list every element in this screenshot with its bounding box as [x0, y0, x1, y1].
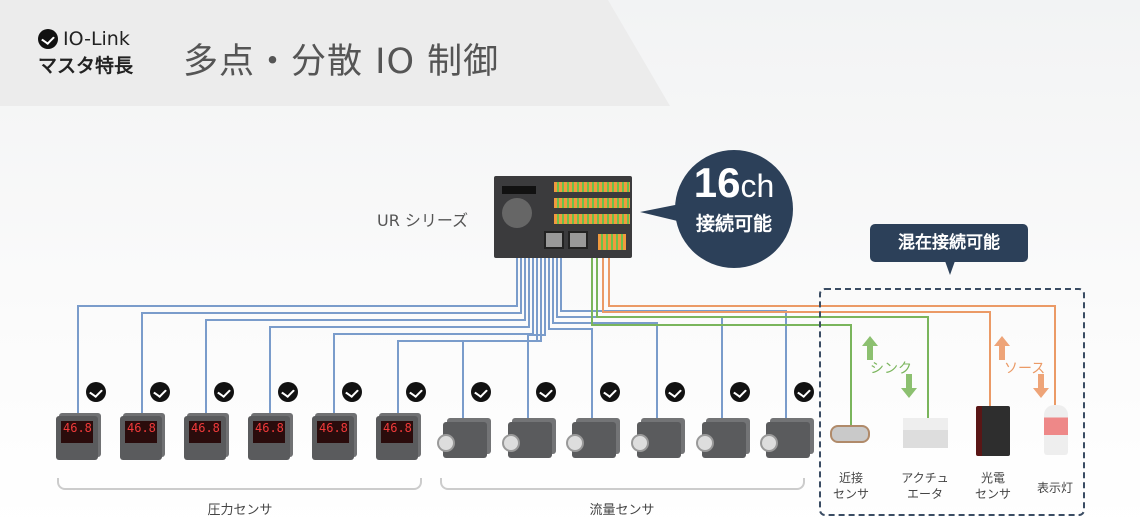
flow-sensor	[566, 422, 616, 458]
mixed-device-label: 光電センサ	[974, 471, 1011, 501]
proximity-sensor-wire	[591, 258, 852, 425]
pressure-display: 46.8	[125, 421, 157, 443]
pressure-display: 46.8	[317, 421, 349, 443]
pressure-sensor-wire	[141, 258, 522, 420]
pressure-sensor-wire	[77, 258, 518, 420]
sink-down-arrow-icon	[901, 374, 917, 398]
flow-sensor	[631, 422, 681, 458]
io-link-icon	[342, 382, 362, 402]
io-link-logo-icon	[38, 29, 58, 49]
sink-up-arrow-icon	[862, 336, 878, 360]
flow-sensor	[760, 422, 810, 458]
actuator	[903, 418, 948, 448]
pressure-sensor: 46.8	[120, 416, 162, 460]
photoelectric-sensor	[976, 406, 1010, 456]
sink-label: シンク	[870, 361, 912, 377]
brand-name: IO-Link	[63, 28, 130, 50]
header: IO-Link マスタ特長 多点・分散 IO 制御	[0, 0, 1140, 106]
pressure-sensor-wire	[205, 258, 526, 420]
page-title: 多点・分散 IO 制御	[183, 42, 500, 82]
device-label: UR シリーズ	[377, 211, 469, 230]
io-link-icon	[536, 382, 556, 402]
pressure-sensor: 46.8	[376, 416, 418, 460]
proximity-sensor	[830, 425, 870, 443]
pressure-group-label: 圧力センサ	[207, 503, 273, 518]
source-down-arrow-icon	[1033, 374, 1049, 398]
pressure-sensor: 46.8	[312, 416, 354, 460]
actuator-wire	[596, 258, 929, 418]
source-up-arrow-icon	[994, 336, 1010, 360]
pressure-display: 46.8	[61, 421, 93, 443]
pressure-display: 46.8	[381, 421, 413, 443]
photoelectric-sensor-wire	[602, 258, 991, 406]
flow-group-label: 流量センサ	[589, 503, 655, 518]
indicator-light-wire	[608, 258, 1056, 405]
channel-count: 16	[693, 159, 741, 206]
io-link-icon	[794, 382, 814, 402]
io-link-icon	[278, 382, 298, 402]
flow-sensor-wire	[527, 258, 546, 420]
indicator-light	[1044, 405, 1068, 455]
source-label: ソース	[1004, 361, 1046, 377]
pressure-sensor-wire	[269, 258, 530, 420]
io-link-icon	[730, 382, 750, 402]
pressure-sensor: 46.8	[248, 416, 290, 460]
flow-sensor-wire	[548, 258, 593, 420]
brand-subtitle: マスタ特長	[38, 55, 134, 77]
flow-sensor-wire	[462, 258, 542, 420]
io-link-icon	[150, 382, 170, 402]
ur-series-master-device	[494, 176, 632, 258]
mixed-device-label: 近接センサ	[832, 471, 869, 501]
channel-unit: ch	[740, 168, 775, 204]
flow-sensor	[437, 422, 487, 458]
header-band	[0, 0, 670, 106]
channel-callout: 16ch 接続可能	[640, 150, 793, 268]
flow-group-brace	[440, 478, 805, 490]
pressure-group-brace	[57, 478, 422, 490]
pressure-display: 46.8	[253, 421, 285, 443]
mixed-device-label: アクチュエータ	[901, 471, 949, 501]
flow-sensor-wire	[552, 258, 658, 420]
pressure-sensor: 46.8	[184, 416, 226, 460]
io-link-icon	[214, 382, 234, 402]
io-link-icon	[406, 382, 426, 402]
pressure-sensor: 46.8	[56, 416, 98, 460]
mixed-connection-label: 混在接続可能	[870, 224, 1028, 275]
mixed-connection-box	[819, 288, 1085, 516]
io-link-icon	[600, 382, 620, 402]
flow-sensor	[696, 422, 746, 458]
io-link-brand: IO-Link マスタ特長	[38, 28, 133, 78]
mixed-device-label: 表示灯	[1036, 481, 1073, 495]
io-link-icon	[665, 382, 685, 402]
callout-text: 接続可能	[695, 213, 772, 235]
flow-sensor	[502, 422, 552, 458]
io-link-icon	[86, 382, 106, 402]
pressure-sensor-wire	[333, 258, 534, 420]
io-link-icon	[471, 382, 491, 402]
pressure-display: 46.8	[189, 421, 221, 443]
